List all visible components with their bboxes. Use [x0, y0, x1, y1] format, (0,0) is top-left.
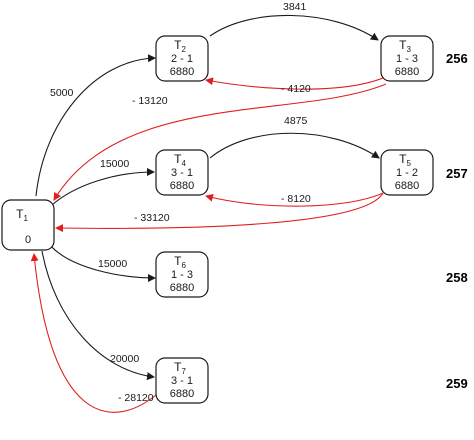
node-t4-value: 6880	[170, 180, 194, 192]
node-t6-value: 6880	[170, 282, 194, 294]
node-t3: T3 1 - 3 6880	[380, 35, 434, 82]
node-t7-pair: 3 - 1	[171, 375, 193, 387]
edge-label-t7-t1: - 28120	[118, 392, 154, 404]
svg-text:T4: T4	[174, 152, 186, 168]
node-t3-sub: 3	[406, 45, 411, 54]
edge-t2-t3	[209, 14, 379, 41]
edge-t1-t2	[35, 54, 156, 197]
node-t2-name: T	[174, 38, 182, 52]
node-t2-pair: 2 - 1	[171, 53, 193, 65]
node-t7-value: 6880	[170, 388, 194, 400]
node-t4: T4 3 - 1 6880	[155, 149, 209, 196]
node-t5-value: 6880	[395, 180, 419, 192]
node-t7-sub: 7	[181, 367, 186, 376]
side-value-3: 259	[446, 376, 468, 391]
edge-label-t1-t4: 15000	[100, 158, 129, 170]
edge-label-t5-t4: - 8120	[281, 193, 311, 205]
svg-text:T7: T7	[174, 360, 186, 376]
edge-label-t2-t3: 3841	[283, 1, 307, 13]
node-t6-pair: 1 - 3	[171, 269, 193, 281]
svg-text:T1: T1	[16, 207, 28, 223]
node-t6: T6 1 - 3 6880	[155, 251, 209, 298]
edge-label-t4-t5: 4875	[284, 115, 308, 127]
node-t3-pair: 1 - 3	[396, 53, 418, 65]
node-t2: T2 2 - 1 6880	[155, 35, 209, 82]
edge-t5-t1	[55, 192, 384, 233]
node-t1-sub: 1	[23, 214, 28, 223]
node-t7: T7 3 - 1 6880	[155, 357, 209, 404]
node-t5: T5 1 - 2 6880	[380, 149, 434, 196]
node-t2-sub: 2	[181, 45, 186, 54]
node-t2-value: 6880	[170, 66, 194, 78]
edge-t1-t4	[51, 168, 155, 206]
node-t5-name: T	[399, 152, 407, 166]
edge-label-t1-t2: 5000	[50, 87, 74, 99]
edge-t1-t7	[41, 250, 155, 381]
node-t4-name: T	[174, 152, 182, 166]
svg-text:T5: T5	[399, 152, 411, 168]
node-t6-sub: 6	[181, 261, 186, 270]
edge-t4-t5	[209, 132, 380, 159]
side-value-2: 258	[446, 270, 468, 285]
node-t5-pair: 1 - 2	[396, 167, 418, 179]
svg-text:T3: T3	[399, 38, 411, 54]
node-t1-value: 0	[25, 234, 31, 246]
edge-t3-t2	[205, 77, 384, 90]
node-t7-name: T	[174, 360, 182, 374]
side-value-0: 256	[446, 51, 468, 66]
edge-t7-t1	[30, 253, 157, 413]
edge-label-t1-t7: 20000	[110, 353, 139, 365]
node-t4-sub: 4	[181, 159, 186, 168]
edge-label-t5-t1: - 33120	[134, 212, 170, 224]
edge-t3-t1	[53, 83, 387, 201]
edge-label-t3-t2: - 4120	[281, 83, 311, 95]
node-t3-value: 6880	[395, 66, 419, 78]
svg-text:T2: T2	[174, 38, 186, 54]
side-value-1: 257	[446, 166, 468, 181]
node-t6-name: T	[174, 254, 182, 268]
node-t4-pair: 3 - 1	[171, 167, 193, 179]
node-t1: T1 0	[1, 199, 55, 251]
svg-text:T6: T6	[174, 254, 186, 270]
edge-t5-t4	[205, 192, 384, 207]
node-t3-name: T	[399, 38, 407, 52]
edge-t1-t6	[49, 244, 156, 282]
edge-label-t1-t6: 15000	[98, 258, 127, 270]
edge-label-t3-t1: - 13120	[132, 95, 168, 107]
node-t1-name: T	[16, 207, 24, 221]
node-t5-sub: 5	[406, 159, 411, 168]
